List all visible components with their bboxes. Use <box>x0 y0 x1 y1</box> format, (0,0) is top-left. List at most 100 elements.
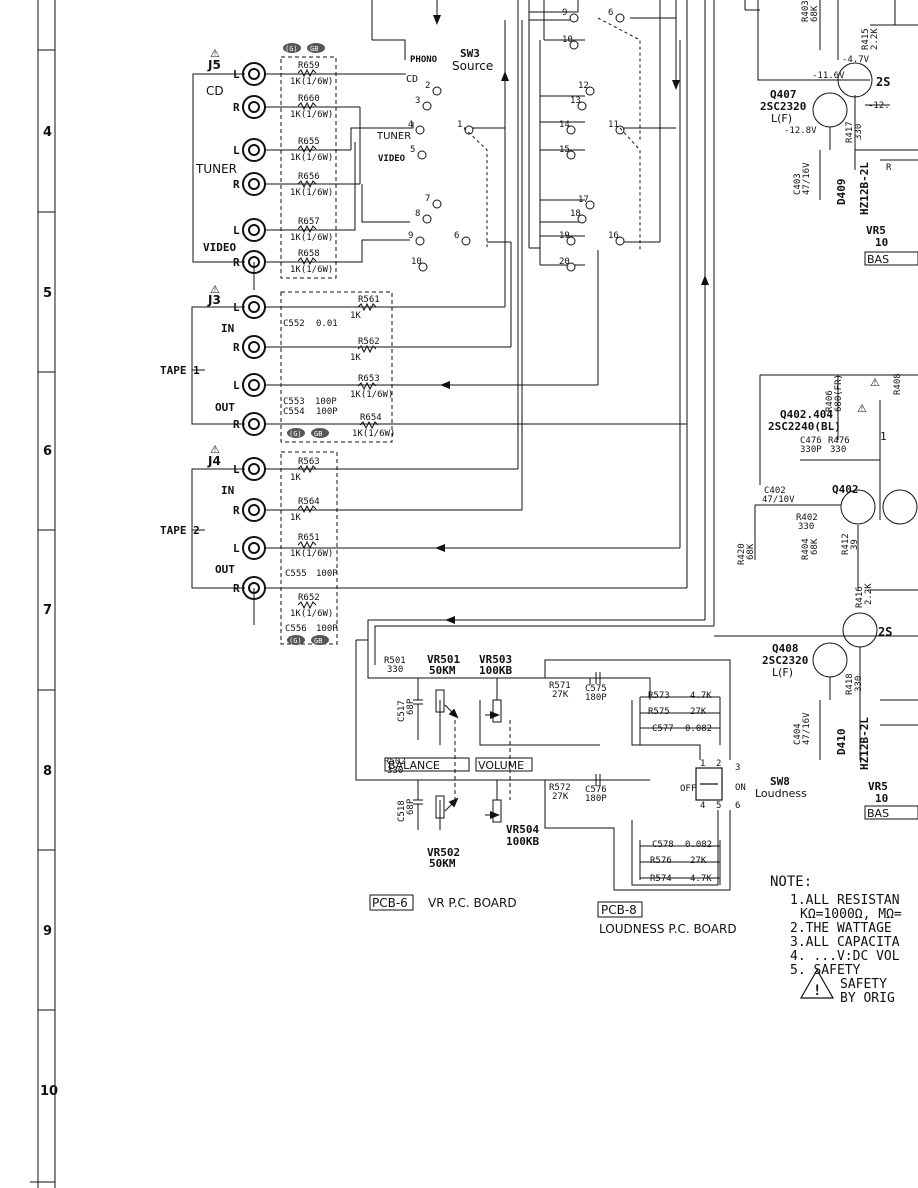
volume-label: VOLUME <box>478 759 524 772</box>
margin-grid <box>30 0 56 1188</box>
switch-contact: 8 <box>415 209 432 224</box>
resistor-ref: R656 <box>298 172 320 182</box>
margin-number-7: 7 <box>43 603 52 618</box>
q-top-partial: 2S <box>876 75 890 89</box>
c402-val: 47/10V <box>762 495 795 505</box>
contact-number: 5 <box>410 145 415 155</box>
r-partial: R <box>886 163 892 173</box>
vr504-ref: VR504 <box>506 823 539 836</box>
r502-val: 330 <box>387 766 403 776</box>
contact-number: 2 <box>425 81 430 91</box>
contact-number: 10 <box>562 35 573 45</box>
contact-number: 7 <box>425 194 430 204</box>
jack-l-label: L <box>233 463 240 476</box>
note-line-4: 3.ALL CAPACITA <box>790 935 900 950</box>
input-capacitors: C552 0.01 C553 100P C554 100P C555 100P … <box>283 319 338 634</box>
loudness-board: R571 27K C575 180P R573 4.7K R575 27K C5… <box>549 672 807 936</box>
switch-contact: 13 <box>570 96 587 111</box>
q407-grade: L(F) <box>771 112 792 125</box>
c555-value: 100P <box>316 569 338 579</box>
safety-warning-icon <box>799 968 835 999</box>
note-line-1: 1.ALL RESISTAN <box>790 893 900 908</box>
r403-ref: R403 <box>801 0 811 22</box>
r476-ref: R476 <box>828 436 850 446</box>
contact-number: 11 <box>608 120 619 130</box>
j4-ref: J4 <box>207 454 221 468</box>
r573-val: 4.7K <box>690 691 712 701</box>
resistor-value: 1K(1/6W) <box>352 429 395 439</box>
margin-number-5: 5 <box>43 286 52 301</box>
sw8-switch <box>695 767 723 801</box>
c552-label: C552 <box>283 319 305 329</box>
switch-contact: 10 <box>411 257 428 272</box>
switch-contact: 20 <box>559 257 576 272</box>
c556-value: 100P <box>316 624 338 634</box>
d410-part: HZ12B-2L <box>858 717 871 770</box>
contact-number: 18 <box>570 209 581 219</box>
note-line-7: SAFETY <box>840 977 887 992</box>
switch-contact: 9 <box>562 8 579 23</box>
sw3-name: Source <box>452 59 493 73</box>
switch-contact: 9 <box>408 231 425 246</box>
c517-val: 68P <box>406 698 416 715</box>
svg-text:GB: GB <box>314 637 322 645</box>
switch-contact: 17 <box>578 195 595 210</box>
r415-val: 2.2K <box>870 28 880 50</box>
resistor-value: 1K <box>350 311 361 321</box>
rca-jack <box>242 295 280 319</box>
r415-ref: R415 <box>861 28 871 50</box>
r403-val: 68K <box>810 5 820 22</box>
contact-number: 13 <box>570 96 581 106</box>
r404-ref: R404 <box>801 538 811 560</box>
input-jack-panel: ⚠ J5 CD TUNER VIDEO ⚠ J3 TAPE 1 IN OUT ⚠… <box>160 43 395 645</box>
jack-r-label: R <box>233 256 240 269</box>
margin-number-10: 10 <box>40 1084 58 1099</box>
note-line-2: KΩ=1000Ω, MΩ= <box>800 907 902 922</box>
resistor-ref: R564 <box>298 497 320 507</box>
sw3-ref: SW3 <box>460 47 480 60</box>
bas-top-box <box>864 251 918 266</box>
switch-contact: 5 <box>410 145 427 160</box>
r412-val: 39 <box>850 539 860 550</box>
sw8-on: ON <box>735 783 746 793</box>
cd-label: CD <box>406 74 418 85</box>
r412-ref: R412 <box>841 533 851 555</box>
jack-r-label: R <box>233 504 240 517</box>
c553-label: C553 <box>283 397 305 407</box>
r502-ref: R502 <box>384 757 406 767</box>
phono-label: PHONO <box>410 55 438 65</box>
margin-number-4: 4 <box>43 125 52 140</box>
margin-numbers: 4 5 6 7 8 9 10 <box>40 125 58 1099</box>
contact-number: 10 <box>411 257 422 267</box>
cd-jack-label: CD <box>206 84 224 98</box>
jack-r-label: R <box>233 418 240 431</box>
warning-icon: ⚠ <box>870 376 880 389</box>
vr502-val: 50KM <box>429 857 456 870</box>
note-line-3: 2.THE WATTAGE <box>790 921 892 936</box>
tape2-out-label: OUT <box>215 563 235 576</box>
jack-l-label: L <box>233 144 240 157</box>
svg-text:(G): (G) <box>289 430 302 438</box>
q402-short: Q402 <box>832 483 859 496</box>
vr502-ref: VR502 <box>427 846 460 859</box>
contact-number: 3 <box>415 96 420 106</box>
resistor-value: 1K <box>290 473 301 483</box>
svg-text:GB: GB <box>310 45 318 53</box>
vr5-bot: VR5 <box>868 780 888 793</box>
resistor-value: 1K(1/6W) <box>290 549 333 559</box>
c404-ref: C404 <box>793 723 803 745</box>
board-badges: (G) GB (G) GB (G) GB <box>283 43 329 645</box>
resistor-value: 1K(1/6W) <box>290 233 333 243</box>
vr-board: R501 330 VR501 50KM VR503 100KB C517 68P… <box>369 653 539 911</box>
sw8-pin-6: 6 <box>735 801 740 811</box>
resistor-value: 1K(1/6W) <box>290 153 333 163</box>
c576-ref: C576 <box>585 785 607 795</box>
voltage-2: -11.6V <box>812 71 845 81</box>
pcb6-tag-box <box>369 894 414 911</box>
q408-part: 2SC2320 <box>762 654 808 667</box>
